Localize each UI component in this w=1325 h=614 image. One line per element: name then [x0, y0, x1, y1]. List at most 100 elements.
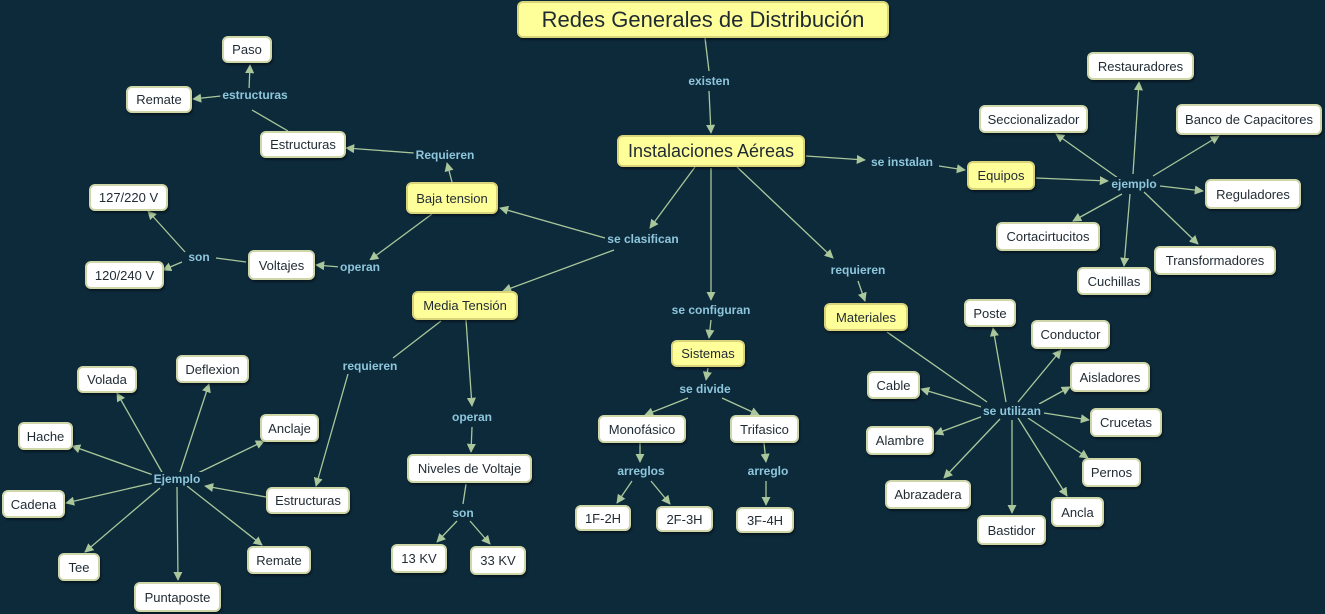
node-bastidor[interactable]: Bastidor: [977, 515, 1046, 545]
connector-line: [1043, 412, 1090, 424]
connector-line: [192, 93, 222, 103]
connector-line: [465, 319, 476, 407]
node-niveles-voltaje[interactable]: Niveles de Voltaje: [407, 454, 532, 483]
link-se-instalan: se instalan: [868, 155, 936, 169]
connector-line: [313, 373, 349, 487]
connector-line: [1152, 135, 1220, 177]
node-restauradores[interactable]: Restauradores: [1087, 52, 1194, 80]
link-existen: existen: [686, 74, 732, 88]
node-cable[interactable]: Cable: [867, 371, 920, 399]
node-seccionalizador[interactable]: Seccionalizador: [979, 105, 1088, 133]
node-alambre[interactable]: Alambre: [866, 426, 934, 455]
node-transformadores[interactable]: Transformadores: [1154, 246, 1276, 275]
node-remate-bt[interactable]: Remate: [126, 86, 192, 113]
connector-line: [392, 320, 442, 359]
node-banco-capacitores[interactable]: Banco de Capacitores: [1176, 104, 1322, 135]
connector-line: [204, 482, 267, 498]
node-2f-3h[interactable]: 2F-3H: [656, 506, 713, 532]
link-requieren-mt: requieren: [340, 359, 400, 373]
node-conductor[interactable]: Conductor: [1031, 320, 1110, 349]
connector-line: [1035, 176, 1109, 186]
node-3f-4h[interactable]: 3F-4H: [736, 507, 794, 533]
connector-line: [345, 144, 415, 154]
node-sistemas[interactable]: Sistemas: [671, 340, 745, 367]
connector-line: [886, 331, 988, 403]
connector-line: [1027, 417, 1089, 459]
link-se-clasifican: se clasifican: [605, 232, 681, 246]
node-voltajes[interactable]: Voltajes: [248, 250, 315, 280]
connector-line: [84, 487, 161, 553]
node-33kv[interactable]: 33 KV: [470, 546, 526, 575]
connector-line: [721, 397, 760, 416]
link-arreglos: arreglos: [615, 464, 667, 478]
connector-line: [162, 261, 183, 272]
connector-line: [251, 109, 289, 132]
link-estructuras: estructuras: [220, 88, 290, 102]
connector-line: [197, 440, 265, 474]
node-pernos[interactable]: Pernos: [1082, 458, 1141, 487]
node-baja-tension[interactable]: Baja tension: [406, 182, 498, 214]
node-volada[interactable]: Volada: [77, 366, 137, 393]
connector-line: [369, 213, 433, 261]
connector-line: [702, 367, 712, 381]
node-aisladores[interactable]: Aisladores: [1070, 362, 1150, 392]
link-se-utilizan: se utilizan: [980, 404, 1044, 418]
node-materiales[interactable]: Materiales: [824, 303, 908, 331]
connector-line: [71, 444, 157, 477]
node-1f-2h[interactable]: 1F-2H: [575, 505, 631, 531]
node-crucetas[interactable]: Crucetas: [1090, 408, 1162, 437]
node-anclaje[interactable]: Anclaje: [260, 414, 319, 442]
node-estructuras-mt[interactable]: Estructuras: [266, 487, 350, 514]
connector-line: [989, 327, 1007, 403]
link-se-divide: se divide: [677, 382, 733, 396]
link-operan-mt: operan: [449, 410, 495, 424]
link-requieren-bt: Requieren: [413, 148, 477, 162]
node-remate-mt[interactable]: Remate: [247, 546, 311, 574]
node-media-tension[interactable]: Media Tensión: [412, 291, 518, 320]
node-estructuras-bt[interactable]: Estructuras: [260, 131, 346, 158]
connector-line: [736, 166, 834, 259]
node-13kv[interactable]: 13 KV: [391, 544, 447, 573]
node-poste[interactable]: Poste: [964, 299, 1016, 327]
connector-line: [1072, 193, 1123, 222]
link-operan-bt: operan: [337, 260, 383, 274]
connector-line: [436, 520, 458, 543]
connector-line: [934, 414, 987, 436]
node-monofasico[interactable]: Monofásico: [598, 415, 686, 443]
connector-line: [444, 162, 454, 183]
node-paso[interactable]: Paso: [222, 36, 272, 63]
connector-line: [705, 319, 715, 339]
node-equipos[interactable]: Equipos: [967, 161, 1035, 190]
node-hache[interactable]: Hache: [18, 422, 73, 450]
connector-line: [1143, 191, 1199, 245]
node-tee[interactable]: Tee: [58, 553, 100, 581]
node-trifasico[interactable]: Trifasico: [730, 415, 799, 443]
node-puntaposte[interactable]: Puntaposte: [134, 582, 221, 612]
node-120-240[interactable]: 120/240 V: [85, 261, 164, 289]
node-cortacircuitos[interactable]: Cortacirtucitos: [996, 222, 1100, 251]
node-ancla[interactable]: Ancla: [1051, 497, 1104, 527]
node-abrazadera[interactable]: Abrazadera: [885, 480, 971, 509]
node-root[interactable]: Redes Generales de Distribución: [517, 1, 889, 38]
connector-line: [1017, 417, 1068, 497]
link-son-mt: son: [450, 506, 476, 520]
connector-line: [186, 485, 263, 546]
link-ejemplo-equipos: ejemplo: [1109, 177, 1159, 191]
node-127-220[interactable]: 127/220 V: [89, 184, 168, 211]
connector-line: [1120, 193, 1131, 267]
connector-line: [215, 257, 247, 263]
connector-line: [920, 386, 986, 409]
node-deflexion[interactable]: Deflexion: [176, 355, 249, 383]
node-cadena[interactable]: Cadena: [2, 490, 65, 518]
connector-line: [1038, 386, 1071, 405]
node-instalaciones-aereas[interactable]: Instalaciones Aéreas: [617, 135, 805, 167]
connector-line: [857, 280, 867, 302]
connector-line: [116, 392, 164, 475]
node-cuchillas[interactable]: Cuchillas: [1077, 267, 1151, 295]
connector-line: [938, 164, 966, 174]
node-reguladores[interactable]: Reguladores: [1205, 179, 1301, 209]
connector-line: [650, 480, 671, 505]
link-arreglo: arreglo: [745, 464, 791, 478]
